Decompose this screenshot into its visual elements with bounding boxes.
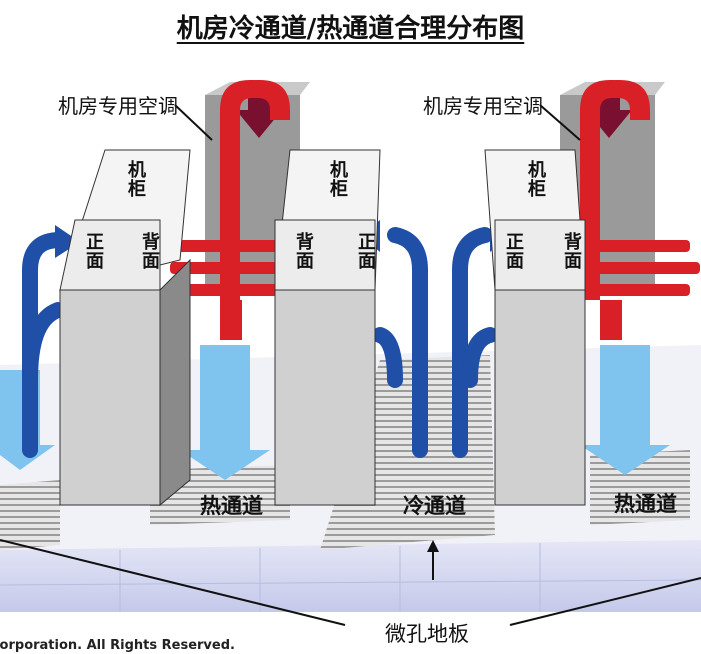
cabinet-1-label: 机柜 bbox=[125, 160, 146, 198]
ac-label-left: 机房专用空调 bbox=[58, 94, 178, 118]
cabinet-2-front-label: 正面 bbox=[355, 232, 376, 270]
perforated-floor-label: 微孔地板 bbox=[385, 622, 469, 646]
copyright-text: Corporation. All Rights Reserved. bbox=[0, 638, 235, 653]
hot-aisle-label-left: 热通道 bbox=[200, 493, 263, 518]
hot-air-right bbox=[580, 80, 700, 340]
cold-aisle-label: 冷通道 bbox=[403, 493, 466, 518]
page-title: 机房冷通道/热通道合理分布图 bbox=[176, 14, 525, 44]
cabinet-2-back-label: 背面 bbox=[293, 232, 314, 270]
cabinet-2 bbox=[274, 149, 381, 506]
pointer-arrowhead bbox=[427, 540, 439, 552]
pointer-lines bbox=[0, 104, 701, 626]
cabinet-3-back-label: 背面 bbox=[561, 232, 582, 270]
cabinet-1-back-label: 背面 bbox=[139, 232, 160, 270]
cabinet-1-front-label: 正面 bbox=[83, 232, 104, 270]
hot-aisle-label-right: 热通道 bbox=[614, 491, 677, 516]
cabinet-3 bbox=[484, 149, 586, 506]
cabinet-3-label: 机柜 bbox=[525, 160, 546, 198]
hot-air-left bbox=[170, 80, 300, 340]
ac-label-right: 机房专用空调 bbox=[423, 94, 543, 118]
cabinet-2-label: 机柜 bbox=[327, 160, 348, 198]
cabinet-3-front-label: 正面 bbox=[503, 232, 524, 270]
return-arrows bbox=[236, 90, 632, 138]
cabinet-1 bbox=[59, 149, 191, 507]
cold-air-arrows bbox=[22, 227, 498, 458]
